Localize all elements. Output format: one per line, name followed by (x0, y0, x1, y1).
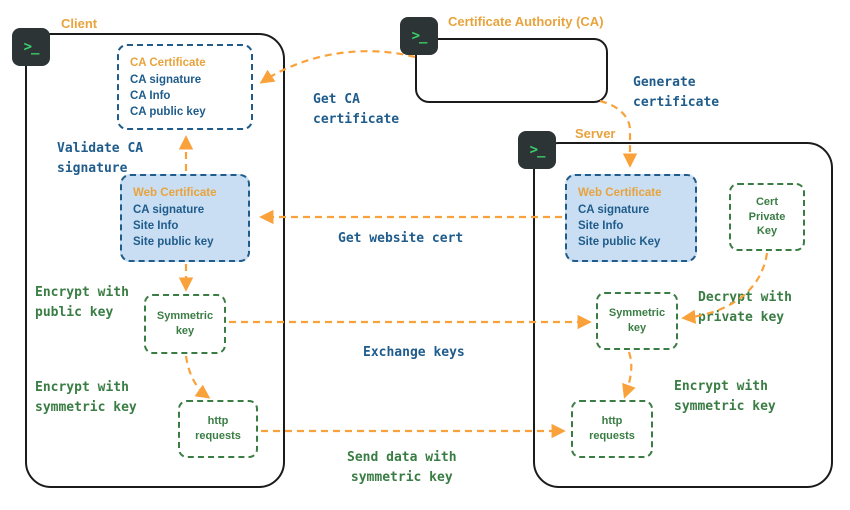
client-encrypt-symmetric-note: Encrypt with symmetric key (35, 380, 137, 415)
client-http-requests-box: http requests (178, 400, 258, 458)
generate-certificate-label: Generate certificate (633, 75, 720, 110)
ca-certificate-line: CA Info (130, 90, 171, 103)
cert-private-key-box: Cert Private Key (729, 183, 805, 251)
decrypt-private-key-note: Decrypt with private key (698, 290, 792, 325)
server-web-certificate-title: Web Certificate (578, 187, 662, 199)
server-web-certificate-line: Site public Key (578, 236, 661, 249)
client-terminal-icon: >_ (12, 28, 50, 66)
server-symmetric-key-box: Symmetric key (596, 292, 678, 350)
client-web-certificate-line: CA signature (133, 204, 205, 217)
server-web-certificate-line: Site Info (578, 220, 624, 233)
get-ca-certificate-label: Get CA certificate (313, 92, 400, 127)
send-data-label: Send data with symmetric key (347, 450, 457, 485)
ca-certificate-line: CA public key (130, 106, 206, 119)
server-terminal-icon: >_ (518, 131, 556, 169)
client-symmetric-key-box: Symmetric key (144, 294, 226, 354)
client-zone-label: Client (61, 16, 98, 31)
server-web-certificate-line: CA signature (578, 204, 650, 217)
server-encrypt-symmetric-note: Encrypt with symmetric key (674, 379, 776, 414)
get-website-cert-label: Get website cert (338, 231, 464, 246)
certificate-authority-box (415, 38, 608, 103)
client-web-certificate-line: Site Info (133, 220, 179, 233)
certificate-authority-label: Certificate Authority (CA) (448, 14, 604, 29)
ca-terminal-icon: >_ (400, 17, 438, 55)
exchange-keys-label: Exchange keys (363, 345, 465, 360)
client-container (25, 33, 285, 488)
server-container (533, 142, 833, 488)
ca-certificate-box: CA Certificate CA signature CA Info CA p… (117, 44, 253, 130)
client-web-certificate-box: Web Certificate CA signature Site Info S… (120, 174, 250, 262)
ca-certificate-title: CA Certificate (130, 57, 206, 69)
client-web-certificate-line: Site public key (133, 236, 214, 249)
server-zone-label: Server (575, 126, 616, 141)
client-web-certificate-title: Web Certificate (133, 187, 217, 199)
validate-ca-signature-note: Validate CA signature (57, 141, 144, 176)
server-http-requests-box: http requests (571, 400, 653, 458)
ca-certificate-line: CA signature (130, 74, 202, 87)
encrypt-public-key-note: Encrypt with public key (35, 285, 129, 320)
server-web-certificate-box: Web Certificate CA signature Site Info S… (565, 174, 697, 262)
